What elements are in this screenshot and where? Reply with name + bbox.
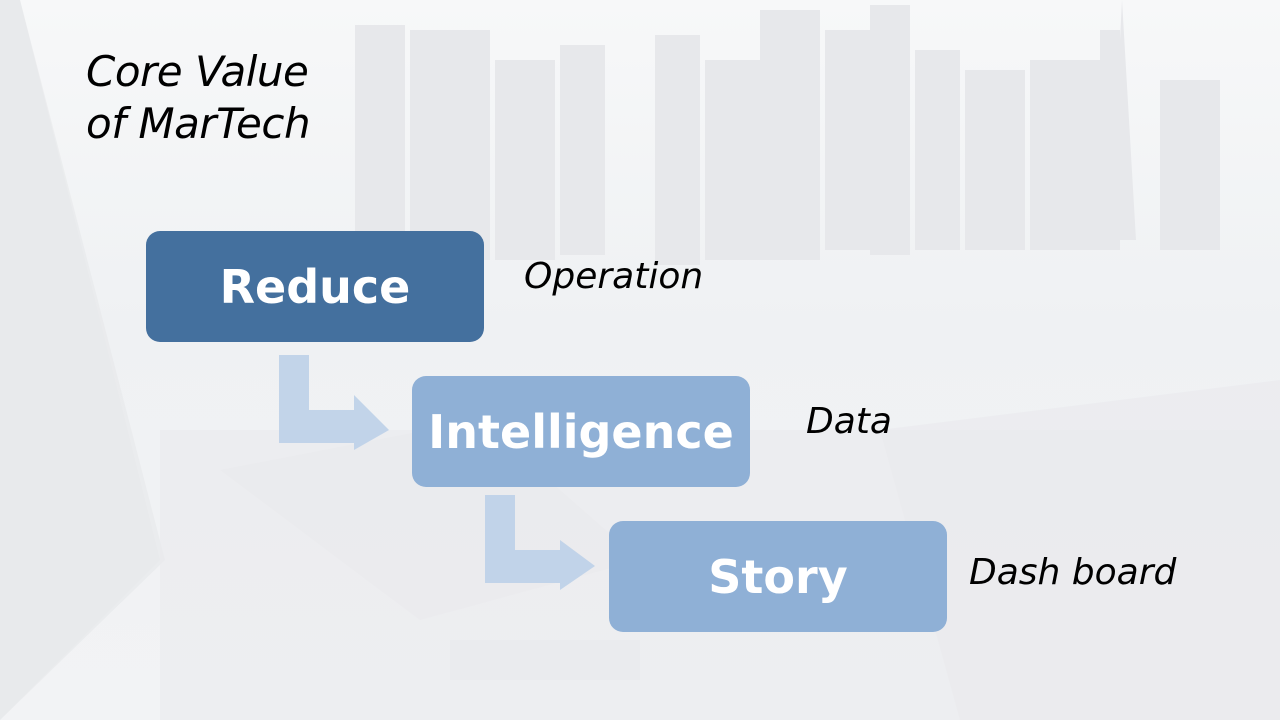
- step-reduce-box: Reduce: [146, 231, 484, 342]
- title-line-2: of MarTech: [86, 99, 311, 148]
- step-story-box: Story: [609, 521, 947, 632]
- title-line-1: Core Value: [86, 47, 309, 96]
- bent-arrow-icon: [485, 495, 595, 590]
- step-intelligence-annotation: Data: [806, 401, 892, 442]
- step-intelligence-label: Intelligence: [428, 404, 734, 459]
- step-story-annotation: Dash board: [969, 552, 1177, 593]
- step-story-label: Story: [708, 549, 848, 604]
- step-intelligence-box: Intelligence: [412, 376, 750, 487]
- bent-arrow-icon: [279, 355, 389, 450]
- page-title: Core Value of MarTech: [86, 46, 311, 150]
- step-reduce-label: Reduce: [219, 259, 411, 314]
- step-reduce-annotation: Operation: [524, 256, 704, 297]
